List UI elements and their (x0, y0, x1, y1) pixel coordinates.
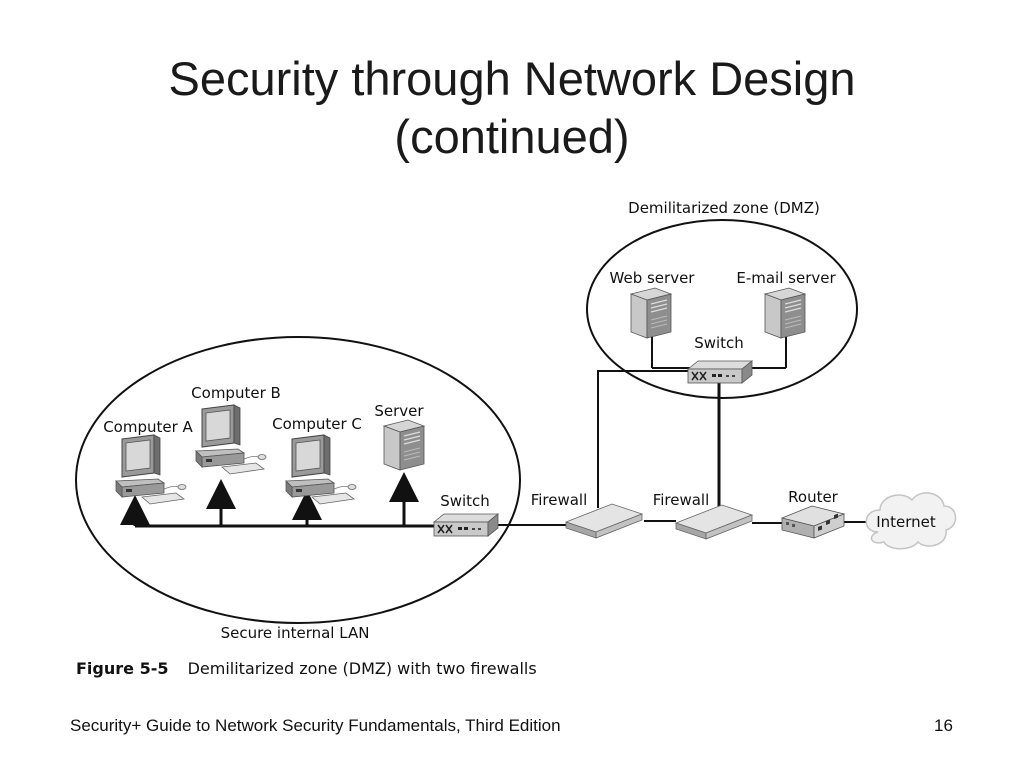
web-server-icon (630, 287, 672, 339)
lan-zone-boundary (75, 336, 521, 624)
lan-server-icon (383, 419, 425, 471)
slide-title-line-1: Security through Network Design (168, 52, 856, 105)
footer-page-number: 16 (934, 716, 953, 735)
slide-title-line-2: (continued) (394, 110, 630, 163)
dmz-zone-label: Demilitarized zone (DMZ) (628, 199, 820, 217)
firewall-2-label: Firewall (653, 491, 710, 509)
network-links (120, 336, 870, 528)
email-server-icon (764, 287, 806, 339)
router-label: Router (788, 488, 839, 506)
computer-b-label: Computer B (191, 384, 281, 402)
dmz-switch-label: Switch (694, 334, 744, 352)
figure-caption-text: Demilitarized zone (DMZ) with two firewa… (187, 659, 537, 678)
router-icon (781, 505, 845, 539)
lan-switch-label: Switch (440, 492, 490, 510)
computer-a-label: Computer A (103, 418, 193, 436)
email-server-label: E-mail server (736, 269, 836, 287)
dmz-switch-icon (687, 360, 753, 384)
internet-label: Internet (876, 513, 936, 531)
figure-caption: Figure 5-5 Demilitarized zone (DMZ) with… (76, 659, 537, 678)
computer-c-label: Computer C (272, 415, 362, 433)
dmz-zone-boundary (586, 219, 858, 399)
lan-switch-icon (433, 513, 499, 537)
computer-b-icon (195, 404, 267, 475)
lan-server-label: Server (374, 402, 424, 420)
firewall-1-label: Firewall (531, 491, 588, 509)
footer-book-title: Security+ Guide to Network Security Fund… (70, 716, 561, 735)
web-server-label: Web server (610, 269, 696, 287)
computer-a-icon (115, 434, 187, 505)
slide-title: Security through Network Design (continu… (0, 50, 1024, 166)
internet-cloud-icon (865, 492, 957, 550)
figure-number: Figure 5-5 (76, 659, 169, 678)
firewall-2-icon (675, 504, 753, 540)
firewall-1-icon (565, 503, 643, 539)
computer-c-icon (285, 434, 357, 505)
lan-zone-label: Secure internal LAN (221, 624, 370, 642)
